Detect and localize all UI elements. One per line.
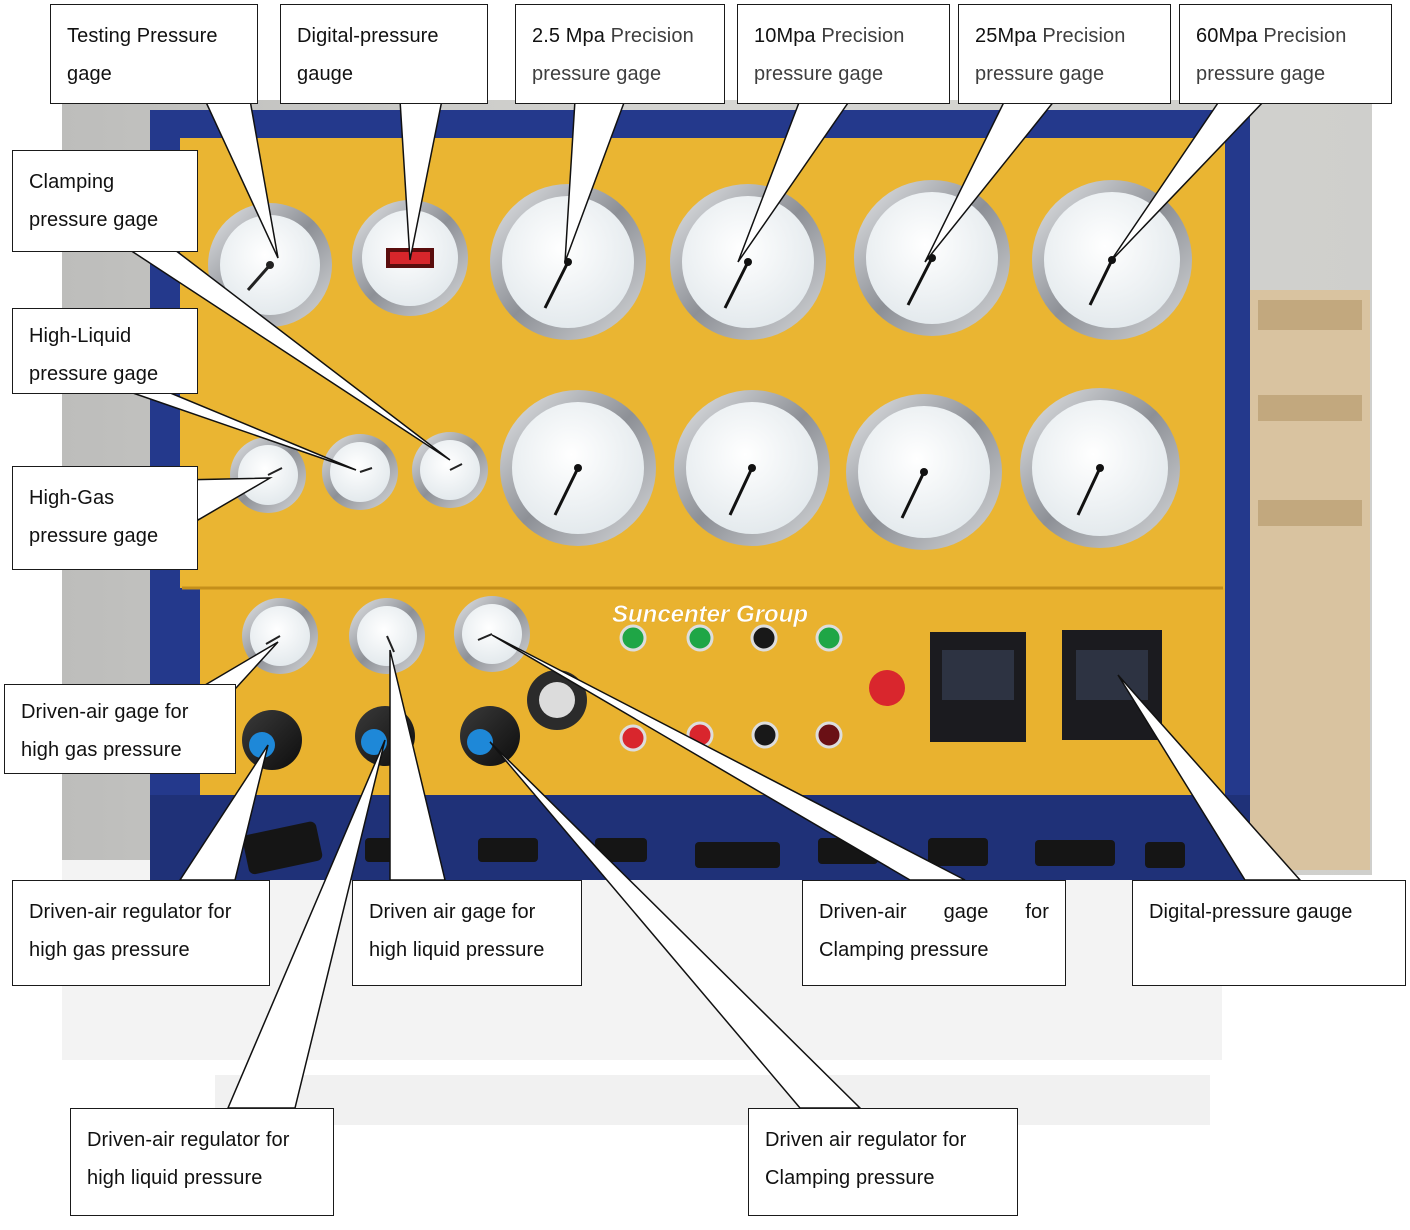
callout-driven-air-regulator-clamping: Driven air regulator for Clamping pressu…	[748, 1108, 1018, 1216]
brand-label: Suncenter Group	[612, 601, 808, 628]
callout-high-liquid-pressure-gage: High-Liquid pressure gage	[12, 308, 198, 394]
callout-text-line2: Clamping pressure	[819, 939, 989, 961]
gauge-high-liquid	[322, 434, 398, 510]
callout-text-line1: Digital-pressure gauge	[1149, 901, 1353, 923]
digital-controller-left	[930, 632, 1026, 742]
gauge-precision-row2-4	[1020, 388, 1180, 548]
callout-high-gas-pressure-gage: High-Gas pressure gage	[12, 466, 198, 570]
callout-text-line2: high gas pressure	[21, 739, 182, 761]
callout-precision-word: Precision	[610, 25, 694, 47]
callout-text-line2: gauge	[297, 63, 354, 85]
callout-range: 25Mpa	[975, 25, 1037, 47]
callout-text-line2: pressure gage	[29, 525, 159, 547]
callout-driven-air-gage-high-liquid: Driven air gage for high liquid pressure	[352, 880, 582, 986]
callout-text-line1: 60Mpa Precision	[1196, 17, 1375, 55]
callout-text-line2: high gas pressure	[29, 939, 190, 961]
regulator-clamping-knob	[460, 706, 520, 766]
callout-text-line2: high liquid pressure	[87, 1167, 263, 1189]
callout-text-line2: Clamping pressure	[765, 1167, 935, 1189]
callout-text-line1: 2.5 Mpa Precision	[532, 17, 708, 55]
callout-text-line2: gage	[67, 63, 112, 85]
callout-range: 60Mpa	[1196, 25, 1258, 47]
callout-text-line2: pressure gage	[975, 63, 1105, 85]
callout-text-line1: Digital-pressure	[297, 25, 439, 47]
gauge-high-gas	[230, 437, 306, 513]
callout-text-line1: Driven-air regulator for	[29, 901, 232, 923]
gauge-precision-row2-3	[846, 394, 1002, 550]
gauge-precision-2-5mpa	[490, 184, 646, 340]
callout-digital-pressure-gauge-top: Digital-pressure gauge	[280, 4, 488, 104]
callout-driven-air-regulator-high-gas: Driven-air regulator for high gas pressu…	[12, 880, 270, 986]
callout-driven-air-regulator-high-liquid: Driven-air regulator for high liquid pre…	[70, 1108, 334, 1216]
callout-pointers	[127, 99, 1302, 1109]
callout-text-line1: 25Mpa Precision	[975, 17, 1154, 55]
callout-text-line2: pressure gage	[532, 63, 662, 85]
main-valve-knob	[527, 670, 587, 730]
callout-word: gage	[943, 901, 989, 923]
callout-precision-word: Precision	[821, 25, 905, 47]
callout-precision-60mpa: 60Mpa Precision pressure gage	[1179, 4, 1392, 104]
callout-text-line2: pressure gage	[29, 209, 159, 231]
callout-text-line1: Clamping	[29, 171, 115, 193]
callout-text-line2: pressure gage	[29, 363, 159, 385]
callout-text-line2: high liquid pressure	[369, 939, 545, 961]
gauge-precision-row2-1	[500, 390, 656, 546]
callout-driven-air-gage-clamping: Driven-air gage for Clamping pressure	[802, 880, 1066, 986]
callout-word: Driven-air	[819, 901, 907, 923]
callout-precision-25mpa: 25Mpa Precision pressure gage	[958, 4, 1171, 104]
callout-digital-pressure-gauge-bottom: Digital-pressure gauge	[1132, 880, 1406, 986]
callout-text-line1: Driven-air gage for	[21, 701, 189, 723]
digital-controller-right	[1062, 630, 1162, 740]
callout-range: 2.5 Mpa	[532, 25, 605, 47]
callout-precision-2-5mpa: 2.5 Mpa Precision pressure gage	[515, 4, 725, 104]
callout-text-line1: Driven-air regulator for	[87, 1129, 290, 1151]
callout-text-line1: Driven-air gage for	[819, 893, 1049, 931]
gauge-precision-25mpa	[854, 180, 1010, 336]
callout-text-line1: 10Mpa Precision	[754, 17, 933, 55]
callout-text-line2: pressure gage	[1196, 63, 1326, 85]
valve-handles	[242, 821, 1185, 875]
gauge-driven-air-clamping	[454, 596, 530, 672]
gauge-precision-10mpa	[670, 184, 826, 340]
callout-word: for	[1025, 901, 1049, 923]
gauge-driven-air-high-liquid	[349, 598, 425, 674]
callout-text-line1: High-Gas	[29, 487, 115, 509]
callout-text-line1: High-Liquid	[29, 325, 132, 347]
callout-driven-air-gage-high-gas: Driven-air gage for high gas pressure	[4, 684, 236, 774]
gauge-clamping	[412, 432, 488, 508]
callout-text-line1: Driven air gage for	[369, 901, 536, 923]
callout-precision-word: Precision	[1042, 25, 1126, 47]
indicator-buttons	[619, 624, 905, 752]
callout-range: 10Mpa	[754, 25, 816, 47]
gauge-precision-row2-2	[674, 390, 830, 546]
callout-precision-10mpa: 10Mpa Precision pressure gage	[737, 4, 950, 104]
callout-text-line1: Driven air regulator for	[765, 1129, 967, 1151]
regulator-high-gas-knob	[242, 710, 302, 770]
callout-testing-pressure-gage: Testing Pressure gage	[50, 4, 258, 104]
gauge-testing-pressure	[208, 203, 332, 327]
callout-precision-word: Precision	[1263, 25, 1347, 47]
callout-text-line1: Testing Pressure	[67, 25, 218, 47]
callout-text-line2: pressure gage	[754, 63, 884, 85]
callout-clamping-pressure-gage: Clamping pressure gage	[12, 150, 198, 252]
